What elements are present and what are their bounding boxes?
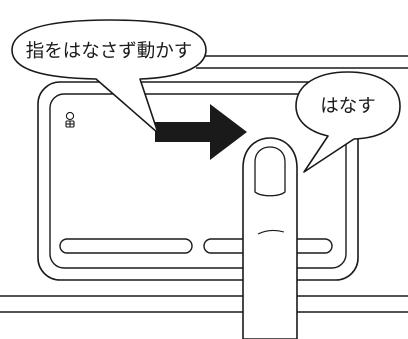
fingertip-icon: [242, 137, 298, 339]
arrow-right-icon: [155, 104, 247, 160]
drag-instruction-text: 指をはなさず動かす: [26, 41, 193, 62]
drag-instruction-callout: 指をはなさず動かす: [11, 19, 207, 134]
release-instruction-text: はなす: [320, 96, 376, 117]
touchpad-lock-icon: [65, 111, 75, 128]
touchpad-left-button[interactable]: [59, 238, 193, 254]
laptop-palmrest-bottom-edge: [0, 295, 408, 313]
release-instruction-callout: はなす: [295, 71, 401, 173]
